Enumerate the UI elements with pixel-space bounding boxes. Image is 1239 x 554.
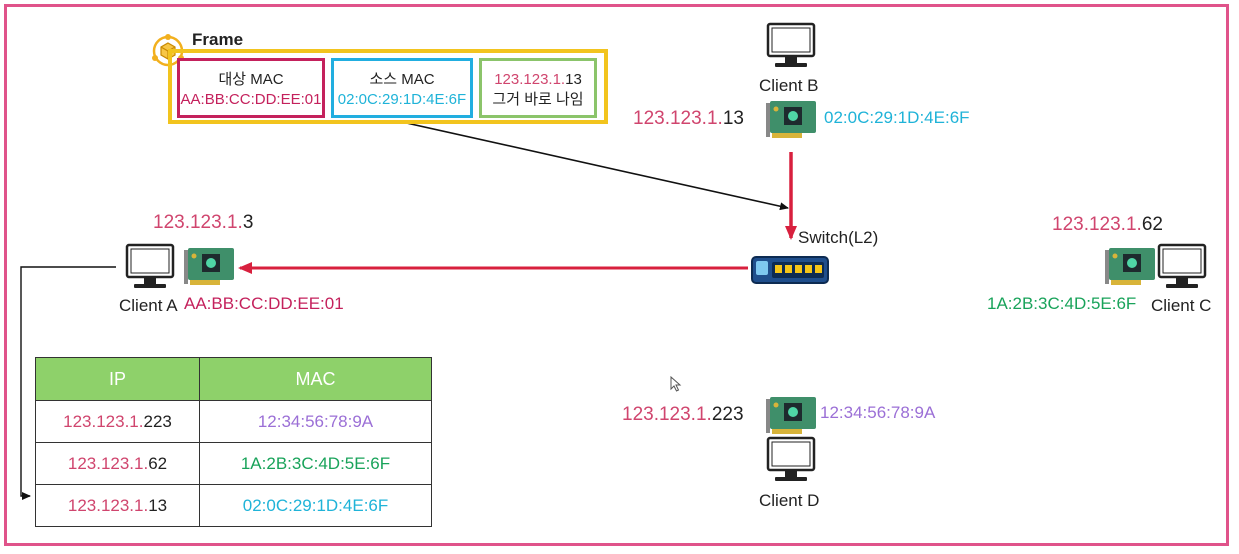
frame-title: Frame	[192, 30, 244, 49]
client-b-ip: 123.123.1.13	[633, 108, 744, 129]
table-row: 123.123.1.223 12:34:56:78:9A	[35, 400, 432, 443]
client-c-mac: 1A:2B:3C:4D:5E:6F	[987, 294, 1137, 313]
slide-border	[4, 4, 1229, 546]
table-cell-ip: 123.123.1.13	[35, 484, 200, 527]
table-row: 123.123.1.13 02:0C:29:1D:4E:6F	[35, 484, 432, 527]
computer-icon	[765, 22, 817, 75]
frame-src-mac-cell: 소스 MAC 02:0C:29:1D:4E:6F	[331, 58, 473, 118]
computer-icon	[765, 436, 817, 489]
table-cell-mac: 1A:2B:3C:4D:5E:6F	[199, 442, 432, 485]
frame-dest-label: 대상 MAC	[218, 71, 284, 88]
network-card-icon	[1103, 244, 1157, 293]
client-d-name: Client D	[759, 491, 820, 510]
frame-ip-suffix: 13	[565, 71, 582, 88]
client-a-ip: 123.123.1.3	[153, 212, 254, 233]
frame-dest-mac: AA:BB:CC:DD:EE:01	[180, 91, 322, 108]
computer-icon	[124, 243, 176, 296]
client-a-name: Client A	[119, 296, 178, 315]
mouse-cursor-icon	[670, 376, 682, 392]
frame-dest-mac-cell: 대상 MAC AA:BB:CC:DD:EE:01	[177, 58, 325, 118]
switch-icon	[750, 251, 830, 292]
frame-ip-prefix: 123.123.1.	[494, 71, 566, 88]
client-b-name: Client B	[759, 76, 819, 95]
table-cell-mac: 02:0C:29:1D:4E:6F	[199, 484, 432, 527]
client-b-mac: 02:0C:29:1D:4E:6F	[824, 108, 970, 127]
client-d-ip: 123.123.1.223	[622, 404, 744, 425]
table-header-mac: MAC	[199, 357, 432, 401]
table-cell-mac: 12:34:56:78:9A	[199, 400, 432, 443]
frame-src-label: 소스 MAC	[369, 71, 435, 88]
frame-ip-cell: 123.123.1.13 그거 바로 나임	[479, 58, 597, 118]
frame-src-mac: 02:0C:29:1D:4E:6F	[337, 91, 467, 108]
client-c-ip: 123.123.1.62	[1052, 214, 1163, 235]
network-card-icon	[764, 393, 818, 442]
frame-box	[168, 49, 608, 124]
client-a-mac: AA:BB:CC:DD:EE:01	[184, 294, 344, 313]
computer-icon	[1156, 243, 1208, 296]
table-header-ip: IP	[35, 357, 200, 401]
client-d-mac: 12:34:56:78:9A	[820, 403, 936, 422]
table-row: 123.123.1.62 1A:2B:3C:4D:5E:6F	[35, 442, 432, 485]
arp-table: IP MAC 123.123.1.223 12:34:56:78:9A 123.…	[35, 357, 432, 527]
frame-to-switch-arrow	[401, 121, 789, 211]
client-c-name: Client C	[1151, 296, 1212, 315]
switch-label: Switch(L2)	[798, 228, 879, 247]
frame-ip-note: 그거 바로 나임	[492, 91, 584, 108]
clienta-to-table-connector	[20, 266, 116, 500]
table-cell-ip: 123.123.1.223	[35, 400, 200, 443]
table-cell-ip: 123.123.1.62	[35, 442, 200, 485]
network-card-icon	[764, 97, 818, 146]
network-card-icon	[182, 244, 236, 293]
table-header-row: IP MAC	[35, 357, 432, 401]
